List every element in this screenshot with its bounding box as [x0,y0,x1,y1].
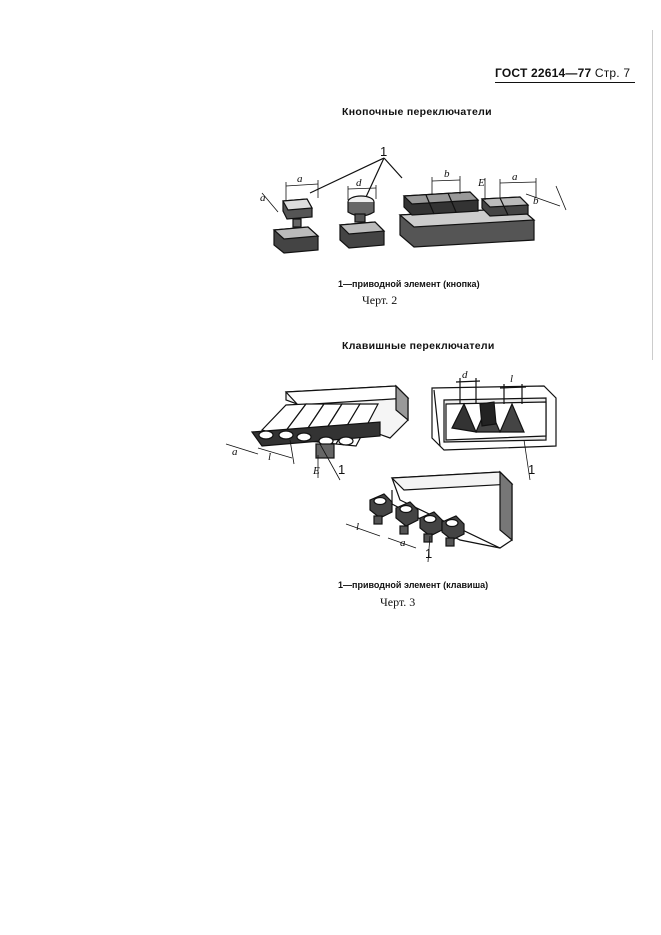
fig3-caption: 1—приводной элемент (клавиша) [338,580,489,590]
fig2-dimensions [261,176,567,213]
fig2-dim-b-right: b [533,195,539,207]
fig3-ref-label-bottom: 1 [425,546,432,561]
fig2-dim-a-right: a [512,171,518,183]
fig3-ref-label-left: 1 [338,462,345,477]
fig3-dim-l-bottom: l [356,521,359,533]
fig3-number: Черт. 3 [380,595,416,609]
page-edge-line [652,30,653,360]
fig3-drawing-right [431,378,557,451]
fig2-caption: 1—приводной элемент (кнопка) [338,279,480,289]
fig3-dim-d: d [462,369,468,381]
fig3-ref-label-right: 1 [528,462,535,477]
fig3-dim-a-bottom: a [400,537,406,549]
fig2-dim-e: E [477,177,485,189]
fig3-dim-a-left: a [232,446,238,458]
fig2-dim-a-top: a [297,173,303,185]
fig3-dim-l-right: l [510,373,513,385]
fig2-title: Кнопочные переключатели [342,106,492,118]
fig3-title: Клавишные переключатели [342,340,495,352]
fig2-dim-b: b [444,168,450,180]
fig2-number: Черт. 2 [362,293,398,307]
fig3-dim-l-left: l [268,451,271,463]
fig3-dim-e: E [312,465,320,477]
standard-number: ГОСТ 22614—77 [495,66,592,80]
fig2-ref-label: 1 [380,144,387,159]
fig2-dim-d: d [356,177,362,189]
fig2-dim-a-side: a [260,192,266,204]
fig2-drawing [272,157,536,254]
page-number: Стр. 7 [594,66,631,80]
fig3-dimensions [225,439,531,563]
page-header: ГОСТ 22614—77 Стр. 7 [495,66,635,83]
fig3-drawing-left [250,384,410,459]
fig3-drawing-bottom [369,470,514,549]
